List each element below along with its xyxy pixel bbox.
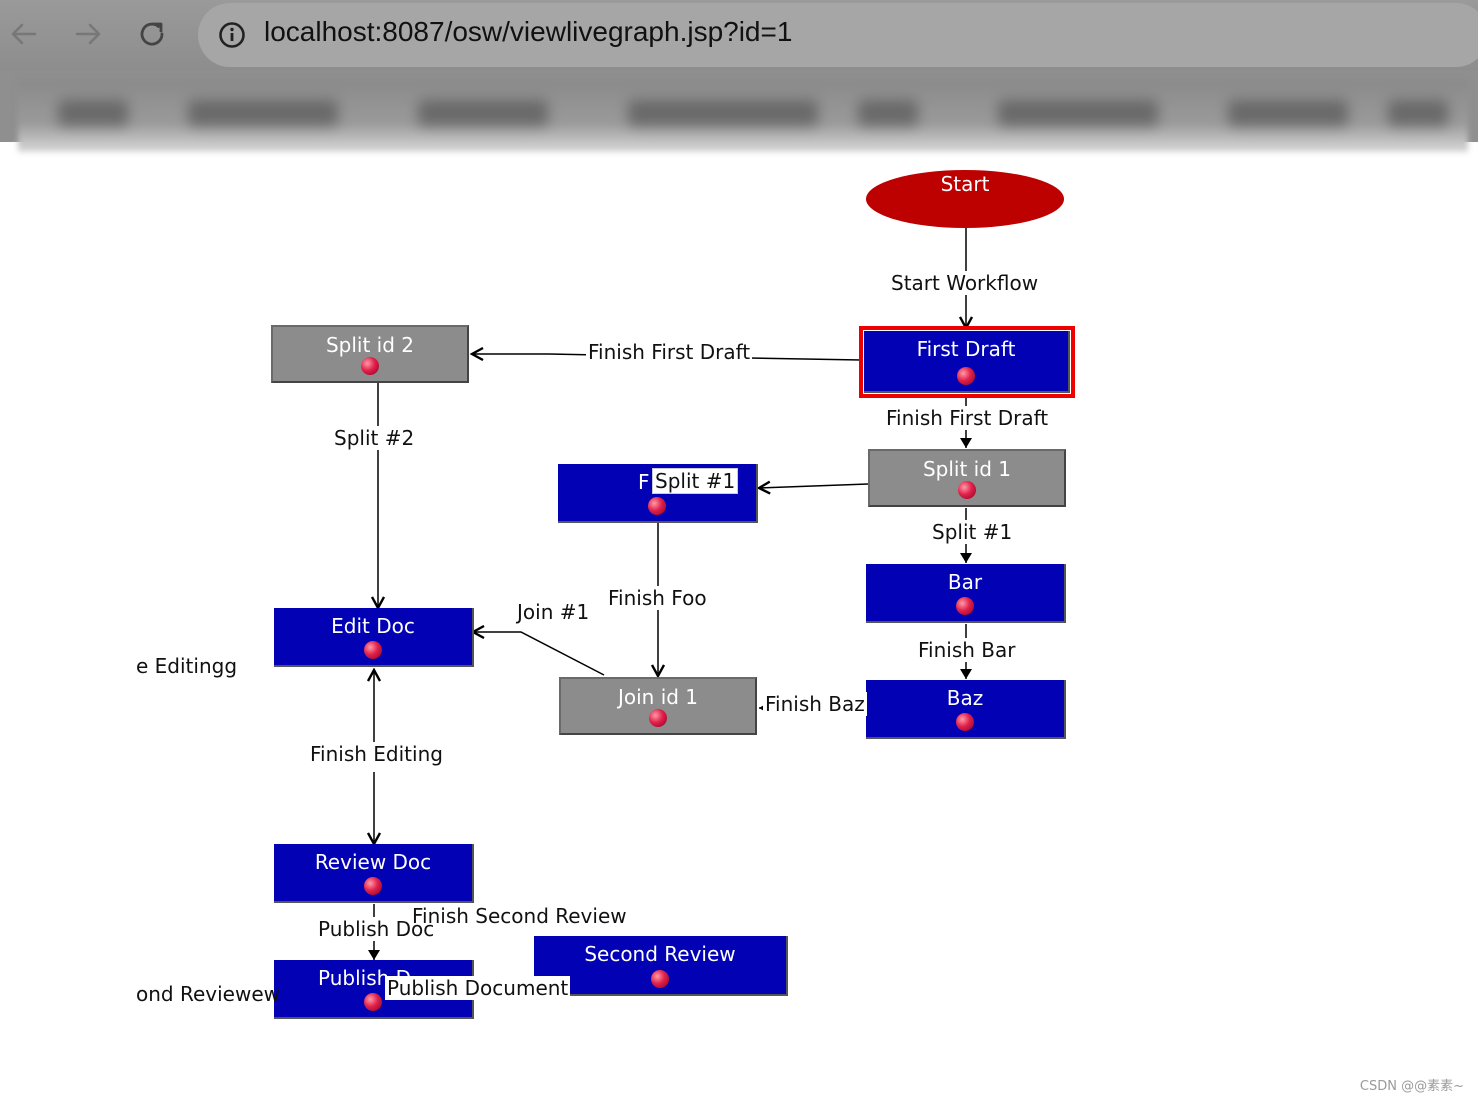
forward-button[interactable] [68, 14, 108, 54]
start-node-label: Start [940, 172, 990, 196]
edge-label-finish-baz: Finish Baz [763, 692, 867, 716]
node-split-id-2-label: Split id 2 [325, 333, 415, 357]
edge-label-split-1-bar: Split #1 [930, 520, 1015, 544]
node-bar-label: Bar [947, 570, 983, 594]
node-edit-doc[interactable]: Edit Doc [274, 608, 474, 667]
status-ball-icon [956, 597, 974, 615]
status-ball-icon [957, 367, 975, 385]
edge-label-finish-second-review: Finish Second Review [412, 904, 627, 928]
edge-split-1-to-foo [759, 484, 869, 488]
address-bar[interactable] [198, 3, 1478, 67]
forward-arrow-icon [75, 23, 101, 45]
node-baz[interactable]: Baz [866, 680, 1066, 739]
site-info-icon[interactable] [218, 21, 246, 49]
status-ball-icon [651, 970, 669, 988]
edge-label-finish-bar: Finish Bar [916, 638, 1018, 662]
browser-toolbar: localhost:8087/osw/viewlivegraph.jsp?id=… [0, 0, 1478, 70]
status-ball-icon [364, 993, 382, 1011]
edge-label-publish-document: Publish Document [385, 976, 571, 1000]
node-edit-doc-label: Edit Doc [331, 614, 415, 638]
edge-label-finish-first-draft-down: Finish First Draft [884, 406, 1051, 430]
node-foo-label: F [638, 470, 650, 494]
node-baz-label: Baz [946, 686, 984, 710]
workflow-graph: Start First Draft Split id 2 Split id 1 … [136, 152, 1137, 1052]
status-ball-icon [956, 713, 974, 731]
status-ball-icon [648, 497, 666, 515]
node-first-draft[interactable]: First Draft [859, 326, 1075, 398]
node-second-review[interactable]: Second Review [534, 936, 788, 996]
status-ball-icon [649, 709, 667, 727]
node-review-doc-label: Review Doc [314, 850, 432, 874]
edge-join-to-edit-doc [473, 632, 605, 676]
edge-label-finish-editing-clipped: e Editingg [136, 654, 238, 678]
url-text[interactable]: localhost:8087/osw/viewlivegraph.jsp?id=… [264, 16, 793, 47]
start-node[interactable]: Start [866, 170, 1064, 228]
back-button[interactable] [4, 14, 44, 54]
edge-label-finish-first-draft-left: Finish First Draft [586, 340, 753, 364]
edge-label-publish-doc: Publish Doc [316, 917, 437, 941]
edge-label-split-2: Split #2 [332, 426, 417, 450]
edge-label-finish-editing: Finish Editing [308, 742, 445, 766]
node-split-id-1[interactable]: Split id 1 [868, 449, 1066, 507]
status-ball-icon [364, 641, 382, 659]
edge-label-join-1: Join #1 [515, 600, 592, 624]
node-join-id-1-label: Join id 1 [617, 685, 699, 709]
edge-label-finish-foo: Finish Foo [606, 586, 709, 610]
node-review-doc[interactable]: Review Doc [274, 844, 474, 903]
status-ball-icon [364, 877, 382, 895]
back-arrow-icon [11, 23, 37, 45]
node-split-id-1-label: Split id 1 [922, 457, 1012, 481]
reload-icon [140, 22, 164, 46]
edge-label-start-workflow: Start Workflow [889, 271, 1041, 295]
node-bar[interactable]: Bar [866, 564, 1066, 623]
node-join-id-1[interactable]: Join id 1 [559, 677, 757, 735]
edge-label-split-1-foo: Split #1 [652, 468, 739, 494]
edge-label-second-review-clipped: ond Reviewew [136, 982, 280, 1006]
status-ball-icon [361, 357, 379, 375]
node-split-id-2[interactable]: Split id 2 [271, 325, 469, 383]
watermark: CSDN @@素素~ [1359, 1079, 1464, 1094]
node-first-draft-label: First Draft [916, 337, 1016, 361]
reload-button[interactable] [132, 14, 172, 54]
status-ball-icon [958, 481, 976, 499]
node-second-review-label: Second Review [584, 942, 736, 966]
bookmarks-bar-blurred [18, 80, 1468, 152]
